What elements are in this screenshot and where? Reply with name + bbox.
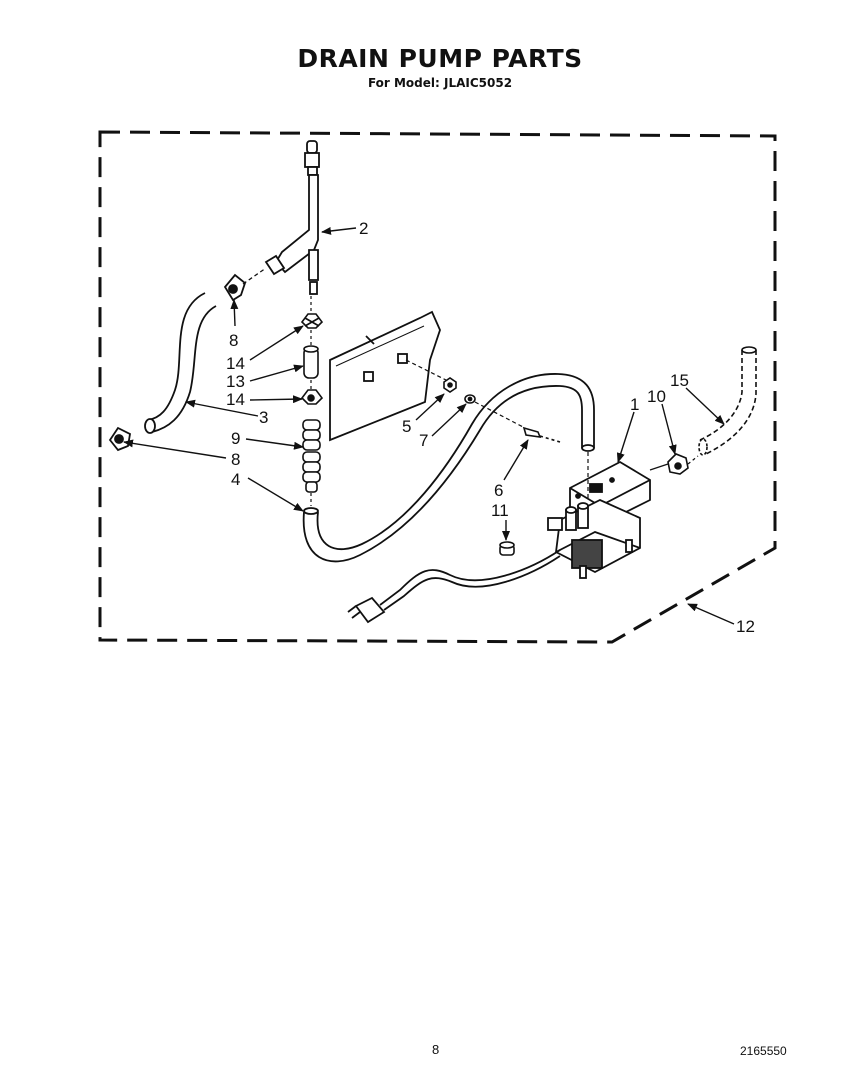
power-plug xyxy=(347,596,386,624)
model-subtitle: For Model: JLAIC5052 xyxy=(367,76,513,90)
drain-hose-part-4 xyxy=(302,373,595,563)
mounting-bracket xyxy=(329,310,441,442)
connector-part-9 xyxy=(302,419,321,493)
drain-tube-part-2 xyxy=(264,140,320,295)
grommet-part-14-lower xyxy=(300,389,324,405)
callout-2: 2 xyxy=(359,219,368,238)
clamp-part-10 xyxy=(667,453,689,475)
callout-9: 9 xyxy=(231,429,240,448)
callout-7: 7 xyxy=(419,431,428,450)
washer-part-7 xyxy=(464,394,476,404)
callout-14-lower: 14 xyxy=(226,390,245,409)
callout-4: 4 xyxy=(231,470,240,489)
callout-10: 10 xyxy=(647,387,666,406)
kit-boundary-dashed xyxy=(98,130,777,644)
plug-part-11 xyxy=(499,541,515,556)
hose-part-3 xyxy=(144,292,217,434)
callout-5: 5 xyxy=(402,417,411,436)
hose-part-15 xyxy=(698,346,757,456)
clamp-part-8-upper xyxy=(223,273,247,302)
document-number: 2165550 xyxy=(740,1044,787,1058)
callout-8-lower: 8 xyxy=(231,450,240,469)
callout-15: 15 xyxy=(670,371,689,390)
power-cord xyxy=(379,549,561,611)
callout-6: 6 xyxy=(494,481,503,500)
coupling-part-13 xyxy=(303,345,319,379)
callout-12: 12 xyxy=(736,617,755,636)
callout-8-upper: 8 xyxy=(229,331,238,350)
callout-1: 1 xyxy=(630,395,639,414)
leader-lines xyxy=(123,226,735,625)
grommet-part-14-upper xyxy=(300,313,324,329)
nut-part-5 xyxy=(443,377,457,393)
callout-11: 11 xyxy=(491,501,509,520)
callout-14-upper: 14 xyxy=(226,354,245,373)
callout-3: 3 xyxy=(259,408,268,427)
page-title: DRAIN PUMP PARTS xyxy=(297,44,583,73)
callout-13: 13 xyxy=(226,372,245,391)
pump-part-1 xyxy=(547,460,651,579)
clamp-part-8-lower xyxy=(108,426,131,452)
screw-part-6 xyxy=(522,426,561,443)
page-number: 8 xyxy=(432,1042,440,1057)
